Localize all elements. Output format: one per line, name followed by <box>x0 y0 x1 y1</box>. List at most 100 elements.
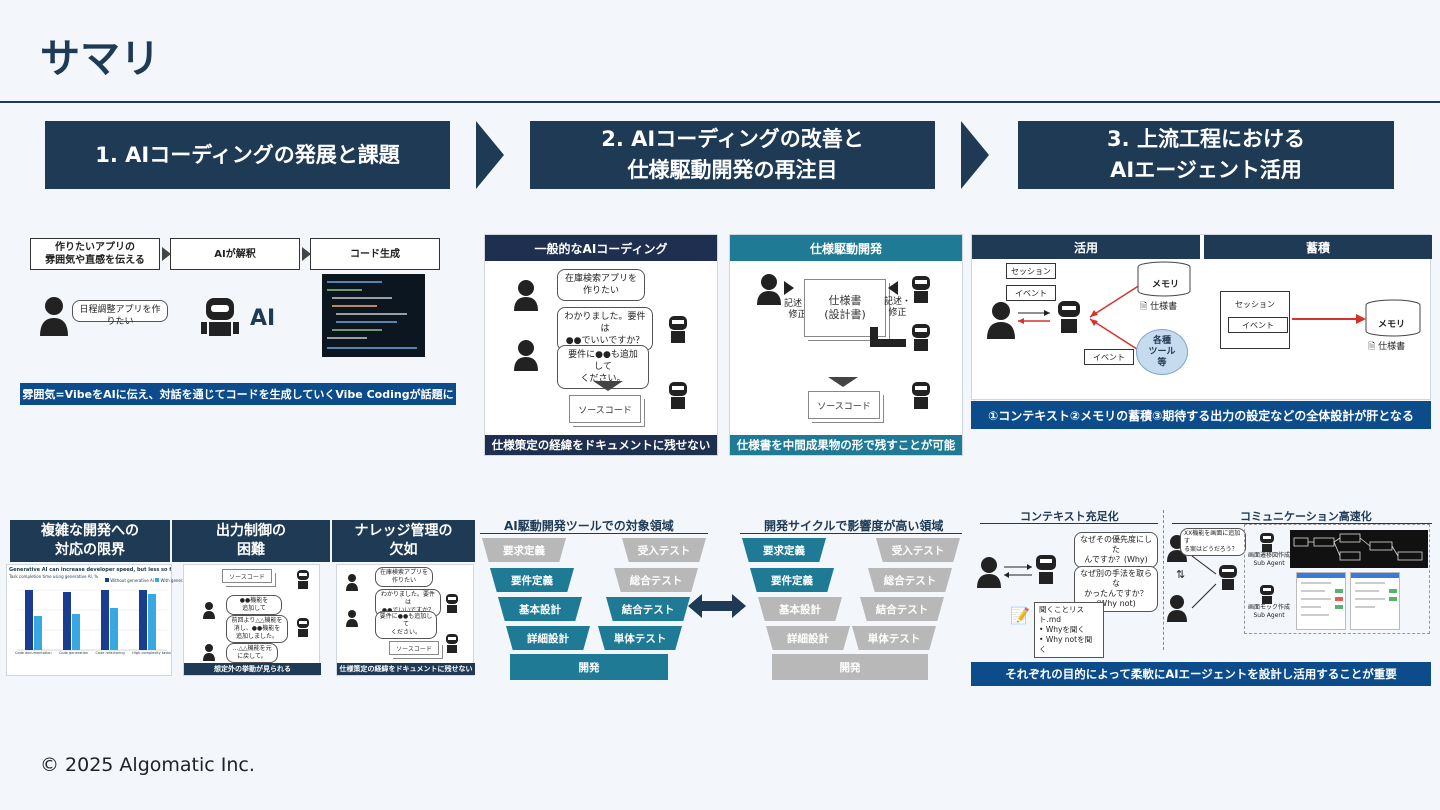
arrow-right-icon <box>784 281 794 295</box>
ai-label: AI <box>250 306 276 331</box>
spec-label: 仕様書 <box>1378 342 1406 352</box>
robot-icon <box>1260 533 1274 552</box>
communication-title: コミュニケーション高速化 <box>1240 510 1372 523</box>
chat-bubble: 在庫検索アプリを 作りたい <box>375 567 433 587</box>
double-arrow-icon <box>688 594 746 618</box>
v-stage: 結合テスト <box>860 597 944 621</box>
cat-label: Code refactoring <box>95 651 125 655</box>
code-editor-screenshot <box>322 274 425 357</box>
chat-bubble: 日程調整アプリを作りたい <box>72 300 168 327</box>
output-control-panel: ソースコード ●●機能を 追加して 前回より△△機能を 消し、●●機能を 追加し… <box>183 564 321 676</box>
step-3-header: 3. 上流工程における AIエージェント活用 <box>1018 121 1394 189</box>
legend-without: Without generative AI <box>110 578 154 583</box>
person-icon <box>346 574 358 591</box>
panel-header: 一般的なAIコーディング <box>485 235 717 261</box>
limit-header: 複雑な開発への 対応の限界 <box>10 520 170 562</box>
agent-label: 画面モック作成 Sub Agent <box>1248 604 1291 619</box>
chat-bubble: 在庫検索アプリを 作りたい <box>557 269 645 301</box>
robot-icon <box>912 382 930 409</box>
chat-bubble: ●●機能を 追加して <box>226 595 282 615</box>
v-stage: 結合テスト <box>606 597 690 621</box>
memory-label: メモリ <box>1152 280 1180 290</box>
person-icon <box>346 610 358 627</box>
chat-bubble: わかりました。要件は ●●でいいですか？ <box>557 307 653 351</box>
person-icon <box>757 274 781 305</box>
robot-icon <box>912 324 930 351</box>
up-down-arrow-icon: ⇅ <box>1176 568 1186 581</box>
list-title: 聞くことリスト.md <box>1039 605 1084 624</box>
chart-bar <box>139 590 147 650</box>
source-code-doc: ソースコード <box>808 391 880 419</box>
person-icon <box>514 280 538 311</box>
storage-header: 蓄積 <box>1204 235 1432 259</box>
arrow-down-icon <box>828 377 858 387</box>
person-icon <box>203 644 215 661</box>
arrow-left-icon <box>888 281 898 295</box>
why-bubble: なぜその優先度にした んですか？(Why) <box>1074 532 1158 568</box>
flow-box-ai: AIが解釈 <box>170 238 300 270</box>
agent-usage-panel: 活用 蓄積 セッション イベント メモリ 🗎 仕様書 イベント 各種 ツール 等… <box>971 234 1432 400</box>
page-title: サマリ <box>40 36 160 82</box>
v-stage-dev: 開発 <box>772 654 928 680</box>
source-code-doc: ソースコード <box>569 395 641 423</box>
v-stage: 総合テスト <box>614 568 698 592</box>
person-icon <box>514 340 538 371</box>
v-stage: 詳細設計 <box>766 626 850 650</box>
design-banner: ①コンテキスト②メモリの蓄積③期待する出力の設定などの全体設計が肝となる <box>971 401 1431 429</box>
knowledge-panel: 在庫検索アプリを 作りたい わかりました。要件は ●●でいいですか？ 要件に●●… <box>336 564 475 676</box>
v-stage: 要求定義 <box>482 538 566 562</box>
event-box: イベント <box>1006 285 1056 301</box>
bidirectional-arrow-icon <box>1018 310 1050 324</box>
mock-screen-thumbnail <box>1350 572 1400 630</box>
person-icon <box>40 297 68 336</box>
chevron-right-icon <box>961 121 989 189</box>
panel-header: 仕様駆動開発 <box>730 235 962 261</box>
robot-icon <box>446 594 458 613</box>
v-stage: 受入テスト <box>876 538 960 562</box>
chat-bubble: 要件に●●も追加して ください。 <box>375 611 437 639</box>
chat-bubble: …△△機能を元 に戻して。 <box>226 643 278 663</box>
copyright: © 2025 Algomatic Inc. <box>40 754 255 776</box>
panel-footer: 仕様策定の経緯をドキュメントに残せない <box>337 663 475 675</box>
chevron-right-icon <box>476 121 504 189</box>
chart-caption: Task completion time using generative AI… <box>9 574 99 579</box>
robot-icon <box>912 276 930 303</box>
agent-design-banner: それぞれの目的によって柔軟にAIエージェントを設計し活用することが重要 <box>971 662 1431 686</box>
general-ai-coding-panel: 一般的なAIコーディング 在庫検索アプリを 作りたい わかりました。要件は ●●… <box>484 234 718 456</box>
edit-label: 記述・ 修正 <box>884 297 912 318</box>
chart-bar <box>25 590 33 650</box>
source-code-doc: ソースコード <box>389 641 439 655</box>
mock-screen-thumbnail <box>1296 572 1346 630</box>
database-icon <box>1137 261 1191 297</box>
robot-icon <box>669 316 687 343</box>
arrow-right-icon <box>302 247 311 261</box>
tools-circle: 各種 ツール 等 <box>1136 329 1188 375</box>
session-box: セッション <box>1006 263 1056 279</box>
panel-footer: 仕様書を中間成果物の形で残すことが可能 <box>730 435 962 455</box>
list-item: Why notを聞く <box>1039 635 1093 654</box>
chart-bar <box>110 608 118 650</box>
list-item: Whyを聞く <box>1045 625 1085 634</box>
step-1-header: 1. AIコーディングの発展と課題 <box>45 121 450 189</box>
v-stage: 総合テスト <box>868 568 952 592</box>
v-stage: 単体テスト <box>598 626 682 650</box>
spec-label: 仕様書 <box>1150 302 1178 312</box>
sub-agent-box <box>1244 524 1430 634</box>
v-stage: 要件定義 <box>750 568 834 592</box>
arrow-right-icon <box>162 247 171 261</box>
v-model-impact: 要求定義 要件定義 基本設計 詳細設計 受入テスト 総合テスト 結合テスト 単体… <box>740 538 962 680</box>
database-icon <box>1365 299 1421 337</box>
connector-arrows <box>1191 555 1217 609</box>
cat-label: Code documentation <box>15 651 52 655</box>
chart-bar <box>72 614 80 650</box>
context-title: コンテキスト充足化 <box>1020 510 1119 523</box>
cat-label: Code generation <box>58 651 89 655</box>
feature-bubble: XX機能を画面に追加す る案はどうだろう？ <box>1180 528 1246 556</box>
arrow-right-icon <box>1292 314 1366 324</box>
person-icon <box>977 557 1001 588</box>
step-2-header: 2. AIコーディングの改善と 仕様駆動開発の再注目 <box>530 121 935 189</box>
chat-bubble: 前回より△△機能を 消し、●●機能を 追加しました。 <box>226 615 288 643</box>
speed-chart-panel: Generative AI can increase developer spe… <box>6 564 198 676</box>
speed-bar-chart <box>17 589 167 651</box>
robot-icon <box>297 570 309 589</box>
